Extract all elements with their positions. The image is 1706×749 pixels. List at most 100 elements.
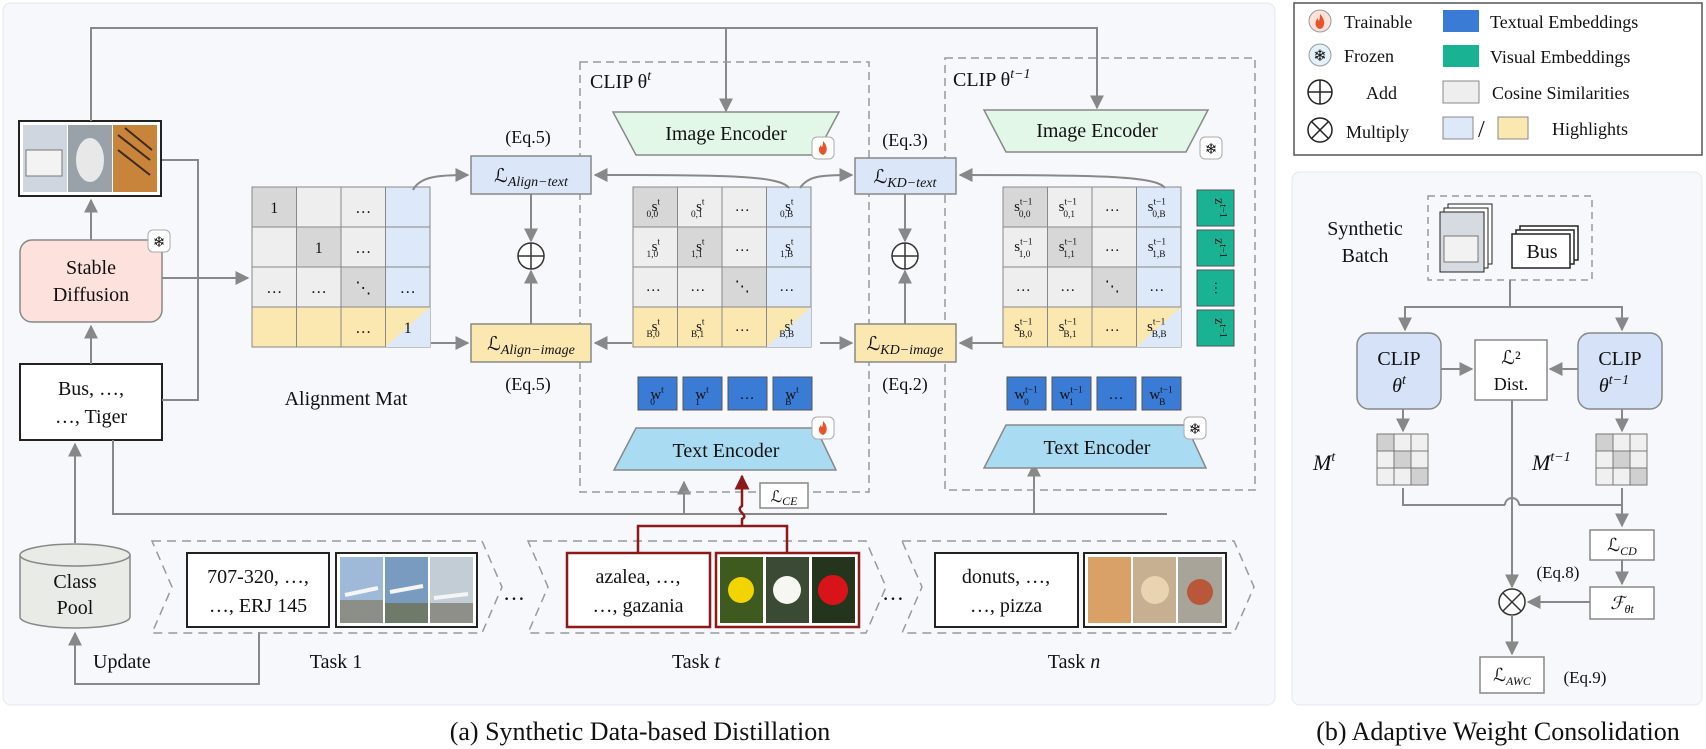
loss-ce: ℒCE: [771, 489, 799, 508]
cell-label: …: [311, 280, 327, 297]
task-1-label: Task 1: [310, 651, 362, 673]
stable-diffusion-label-1: Stable: [66, 257, 116, 279]
cell-label: …: [735, 199, 750, 215]
caption-a: (a) Synthetic Data-based Distillation: [450, 717, 831, 746]
clip-t-node: [1356, 332, 1442, 410]
similarity-cell: [677, 186, 723, 228]
text-encoder-t-label: Text Encoder: [673, 440, 780, 462]
alignment-cell: [251, 266, 297, 308]
cell-label: …: [1105, 239, 1120, 255]
visual-embeddings-t1: zt−1zt−1…zt−1: [1196, 189, 1235, 347]
corner-highlight: [385, 307, 430, 347]
similarity-cell: [1091, 266, 1137, 308]
matrix-cell: [1393, 467, 1412, 486]
image-encoder-t1-label: Image Encoder: [1036, 120, 1158, 142]
alignment-cell: [296, 186, 342, 228]
class-pool: [19, 543, 131, 629]
task-n-text-box: [934, 552, 1079, 628]
similarity-cell: [632, 306, 678, 348]
cell-label: zt−1: [1211, 198, 1228, 218]
prompt-line-2: …, Tiger: [55, 406, 128, 428]
visual-embedding-cell: [1196, 309, 1235, 347]
f-theta: ℱθt: [1610, 593, 1634, 616]
l2-dist-symbol: ℒ²: [1501, 348, 1521, 369]
text-embedding-cell: [772, 376, 813, 411]
task-t-text-line-1: azalea, …,: [596, 566, 681, 588]
cell-label: …: [266, 280, 282, 297]
fire-icon: [1308, 9, 1332, 33]
alignment-cell: [296, 306, 342, 348]
multiply-icon: [1307, 117, 1333, 143]
clip-t-node-theta: θt: [1392, 373, 1407, 397]
cell-label: 1: [315, 240, 323, 257]
stable-diffusion-box: [19, 239, 163, 323]
legend-textual: Textual Embeddings: [1490, 12, 1638, 32]
clip-t1-node-label: CLIP: [1598, 348, 1641, 370]
l2-dist-box: [1474, 339, 1548, 401]
matrix-cell: [1595, 450, 1614, 469]
similarity-cell: [1136, 266, 1182, 308]
similarity-cell: [766, 226, 812, 268]
task-1-chevron: [150, 540, 503, 634]
task-1-text-line-2: …, ERJ 145: [209, 595, 307, 617]
matrix-cell: [1376, 467, 1395, 486]
text-embedding-cell: [1051, 376, 1092, 411]
l2-dist-label: Dist.: [1494, 374, 1529, 394]
legend-cosine: Cosine Similarities: [1492, 83, 1630, 103]
task-dots-2: …: [882, 580, 904, 605]
multiply-icon: [1498, 588, 1526, 616]
legend-slash: /: [1478, 117, 1485, 143]
task-1-text-line-1: 707-320, …,: [207, 566, 309, 588]
cell-label: …: [779, 279, 794, 295]
similarity-cell: [1047, 266, 1093, 308]
cell-label: ⋱: [735, 279, 750, 295]
alignment-cell: [340, 226, 386, 268]
alignment-cell: [340, 306, 386, 348]
legend-frozen: Frozen: [1344, 46, 1394, 66]
bus-label: Bus: [1526, 241, 1557, 263]
cell-label: …: [1016, 279, 1031, 295]
matrix-cell: [1393, 433, 1412, 452]
clip-t1-box: [944, 57, 1256, 491]
similarity-cell: [632, 186, 678, 228]
panel-b-background: [1291, 171, 1703, 706]
loss-align-text-box: [470, 155, 592, 195]
loss-awc: ℒAWC: [1493, 665, 1532, 688]
alignment-cell: [251, 226, 297, 268]
caption-b: (b) Adaptive Weight Consolidation: [1316, 717, 1680, 746]
text-embedding-cell: [682, 376, 723, 411]
matrix-cell: [1612, 450, 1631, 469]
similarity-cell: [1091, 226, 1137, 268]
clip-t1-label: CLIP θt−1: [953, 67, 1031, 91]
alignment-cell: [296, 266, 342, 308]
legend-add: Add: [1366, 83, 1397, 103]
cell-label: …: [1109, 387, 1124, 403]
legend: Trainable ❄ Frozen Add Multiply Textual …: [1293, 2, 1703, 156]
cell-label: …: [1105, 319, 1120, 335]
similarity-cell: [1002, 266, 1048, 308]
similarity-cell: [766, 266, 812, 308]
alignment-mat-label: Alignment Mat: [285, 388, 408, 410]
cell-label: …: [735, 319, 750, 335]
image-encoder-t1: [982, 109, 1210, 153]
panel-a-background: [2, 2, 1276, 706]
cell-label: …: [1211, 281, 1226, 295]
corner-highlight: [766, 307, 811, 347]
